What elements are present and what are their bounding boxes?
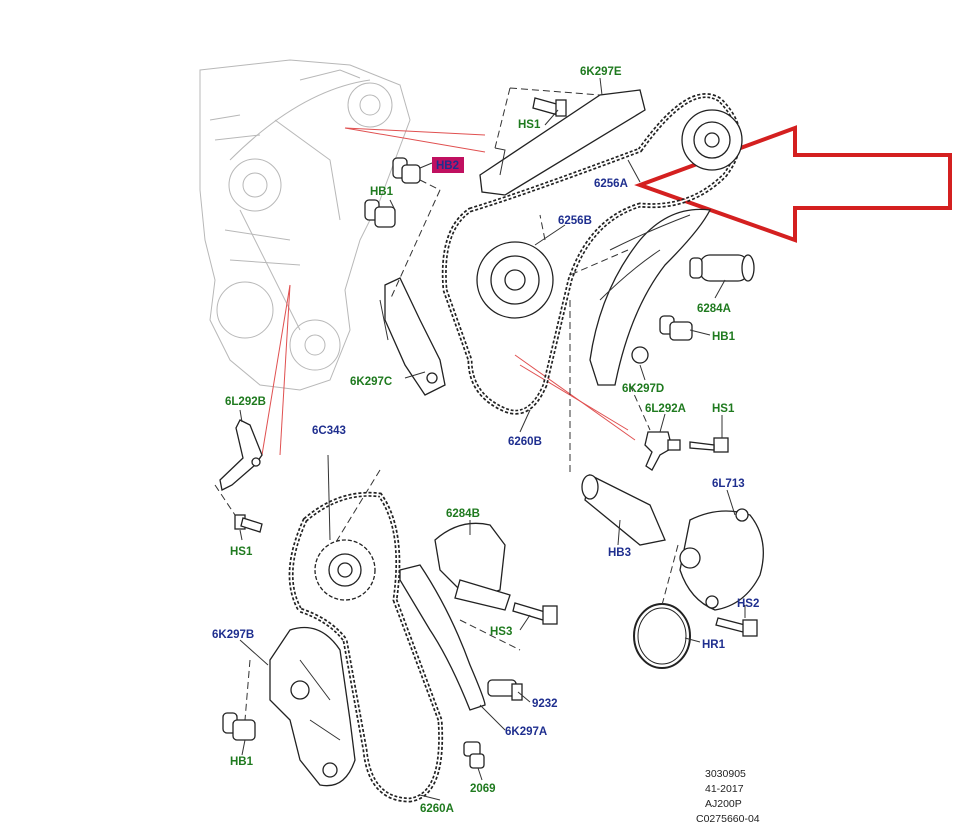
label-6l292a: 6L292A xyxy=(645,403,686,415)
hb2-highlight-box xyxy=(432,157,464,173)
bolt-9232 xyxy=(487,679,523,701)
red-callout-arrow xyxy=(634,125,952,243)
lower-timing-chain xyxy=(288,491,444,803)
pin-hb2 xyxy=(392,157,441,191)
label-6k297c: 6K297C xyxy=(350,376,392,388)
label-6260a: 6260A xyxy=(420,803,454,815)
chain-guide-6k297e xyxy=(479,87,646,196)
bolt-hs3 xyxy=(512,602,558,625)
sprocket-6256a xyxy=(681,109,743,171)
label-hb1-left: HB1 xyxy=(370,186,394,198)
crank-sprocket-6c343 xyxy=(314,454,376,601)
label-hs3: HS3 xyxy=(490,626,512,638)
label-6256b: 6256B xyxy=(558,215,592,227)
label-hr1: HR1 xyxy=(702,639,726,651)
sprocket-6256b xyxy=(476,241,554,319)
upper-timing-chain xyxy=(441,93,742,415)
footer-line-4: C0275660-04 xyxy=(696,813,760,825)
engine-reference-sketch xyxy=(199,59,411,391)
seal-hr1 xyxy=(633,603,691,669)
plunger-hb3 xyxy=(581,474,666,546)
label-9232: 9232 xyxy=(532,698,558,710)
chain-guide-6k297c xyxy=(379,277,446,396)
lever-6l292b xyxy=(219,419,263,491)
label-hs2: HS2 xyxy=(737,598,759,610)
label-hs1-mid: HS1 xyxy=(712,403,735,415)
pin-hb1-right xyxy=(659,315,693,341)
red-leader-lines xyxy=(261,127,636,456)
label-6k297b: 6K297B xyxy=(212,629,254,641)
part-labels: 6K297E HS1 HB2 6256A HB1 6256B 6284A HB1… xyxy=(212,66,759,815)
label-hb1-right: HB1 xyxy=(712,331,736,343)
assembly-dash-lines xyxy=(214,189,679,721)
footer-line-3: AJ200P xyxy=(705,798,742,810)
footer-line-1: 3030905 xyxy=(705,768,746,780)
cover-6l713 xyxy=(679,508,764,611)
label-hs1-top: HS1 xyxy=(518,119,541,131)
chain-guide-6k297b xyxy=(269,626,356,787)
tensioner-6284a xyxy=(689,254,755,282)
label-6k297e: 6K297E xyxy=(580,66,622,78)
footer-line-2: 41-2017 xyxy=(705,783,744,795)
bolt-hs1-lower xyxy=(234,514,263,533)
label-hb3: HB3 xyxy=(608,547,631,559)
bolt-hs2 xyxy=(715,617,758,637)
pin-hb1-left xyxy=(364,199,396,228)
diagram-reference-footer: 3030905 41-2017 AJ200P C0275660-04 xyxy=(696,768,760,825)
label-6l713: 6L713 xyxy=(712,478,745,490)
chain-guide-6k297a xyxy=(399,564,486,711)
tensioner-arm-6k297d xyxy=(589,208,711,386)
bolt-hs1-mid xyxy=(689,437,729,453)
label-6k297a: 6K297A xyxy=(505,726,547,738)
pin-hb1-bottom xyxy=(222,712,256,741)
bolt-hs1-top xyxy=(532,97,567,117)
label-6l292b: 6L292B xyxy=(225,396,266,408)
label-leaders xyxy=(239,77,746,801)
label-6284a: 6284A xyxy=(697,303,731,315)
lever-6l292a xyxy=(644,431,681,471)
label-2069: 2069 xyxy=(470,783,496,795)
label-6k297d: 6K297D xyxy=(622,383,664,395)
bolt-2069 xyxy=(463,741,485,769)
label-hb2: HB2 xyxy=(436,160,459,172)
label-hs1-lower: HS1 xyxy=(230,546,253,558)
label-6256a: 6256A xyxy=(594,178,628,190)
label-hb1-bottom: HB1 xyxy=(230,756,254,768)
label-6260b: 6260B xyxy=(508,436,542,448)
tensioner-6284b xyxy=(434,522,511,611)
label-6284b: 6284B xyxy=(446,508,480,520)
label-6c343: 6C343 xyxy=(312,425,346,437)
